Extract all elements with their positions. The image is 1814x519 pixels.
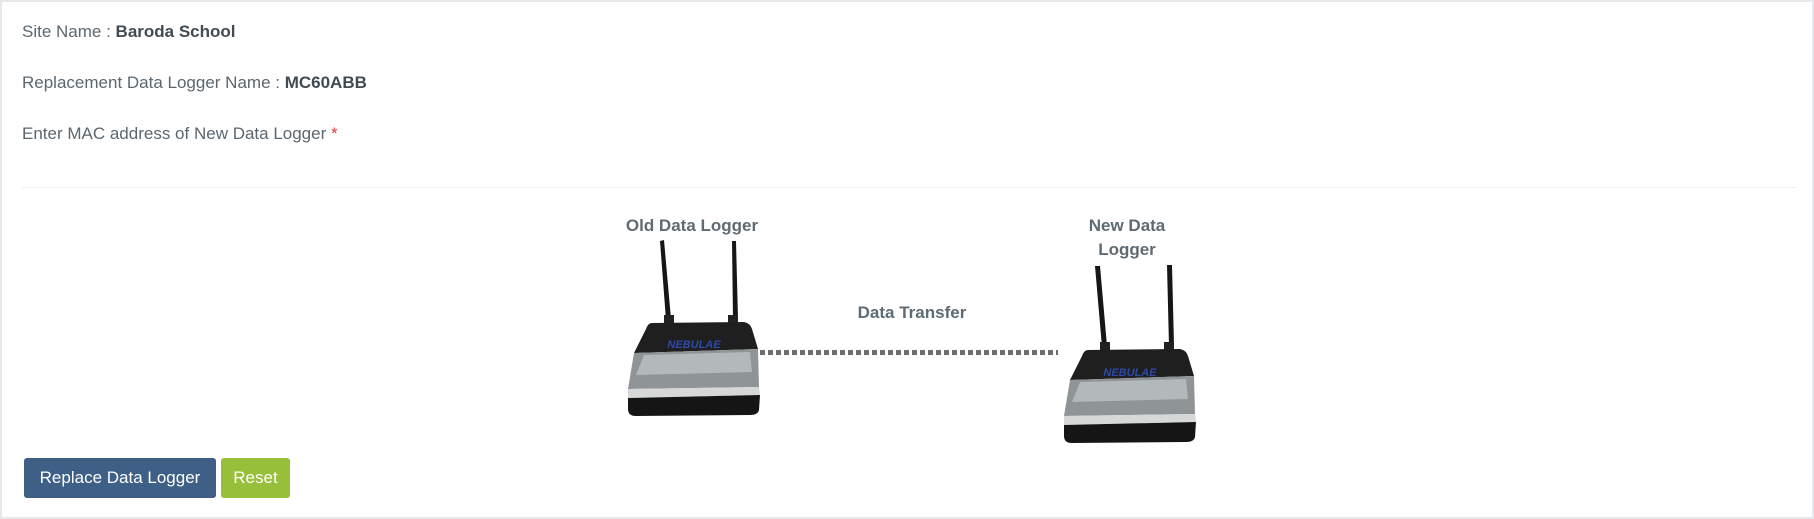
new-logger-router-icon: NEBULAE [1064,265,1196,443]
replacement-logger-row: Replacement Data Logger Name : MC60ABB [22,73,367,93]
replacement-logger-value: MC60ABB [284,73,367,92]
svg-text:NEBULAE: NEBULAE [667,339,721,351]
mac-address-row: Enter MAC address of New Data Logger * [22,124,338,144]
data-transfer-caption: Data Transfer [857,303,967,322]
mac-address-label: Enter MAC address of New Data Logger [22,124,331,143]
old-logger-router-icon: NEBULAE [628,240,760,416]
site-name-label: Site Name : [22,22,116,41]
reset-button[interactable]: Reset [221,458,290,498]
new-logger-caption: New Data Logger [1088,216,1166,259]
replace-data-logger-button[interactable]: Replace Data Logger [24,458,216,498]
section-divider [22,187,1796,188]
old-logger-caption: Old Data Logger [625,216,759,235]
site-name-value: Baroda School [115,22,236,41]
transfer-dotted-line [760,350,1058,355]
required-asterisk: * [330,124,338,143]
svg-text:NEBULAE: NEBULAE [1103,367,1157,379]
site-name-row: Site Name : Baroda School [22,22,236,42]
replacement-logger-label: Replacement Data Logger Name : [22,73,285,92]
